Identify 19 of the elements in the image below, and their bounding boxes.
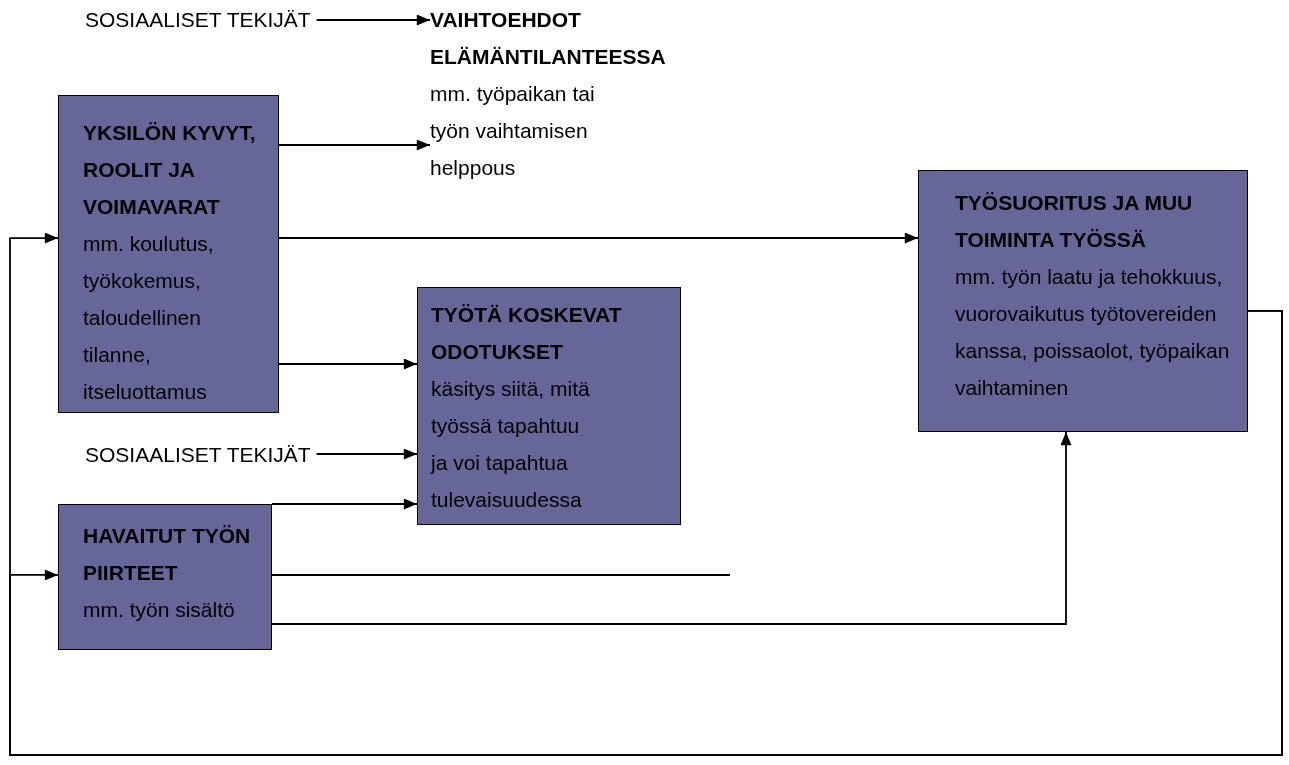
box-description: mm. työn laatu ja tehokkuus, vuorovaikutus työtovereiden kanssa, poissaolot, työpaikan vaihtaminen <box>955 264 1231 401</box>
factor-label: SOSIAALISET TEKIJÄT <box>85 7 311 33</box>
arrow <box>315 14 431 26</box>
arrow <box>278 358 418 370</box>
process-box <box>58 95 279 413</box>
arrow <box>315 448 418 460</box>
arrow <box>278 139 431 151</box>
arrow <box>278 232 919 244</box>
box-description: käsitys siitä, mitä työssä tapahtuu ja voi tapahtua tulevaisuudessa <box>431 376 591 513</box>
box-description: mm. koulutus, työkokemus, taloudellinen tilanne, itseluottamus <box>83 231 215 405</box>
process-box <box>417 287 681 525</box>
arrow <box>271 431 1072 625</box>
line <box>271 574 731 576</box>
box-description: mm. työpaikan tai työn vaihtamisen helppous <box>430 81 596 181</box>
arrow <box>271 498 418 510</box>
factor-label: SOSIAALISET TEKIJÄT <box>85 442 311 468</box>
process-box <box>918 170 1248 432</box>
process-box <box>58 504 272 650</box>
box-description: mm. työn sisältö <box>83 597 236 623</box>
